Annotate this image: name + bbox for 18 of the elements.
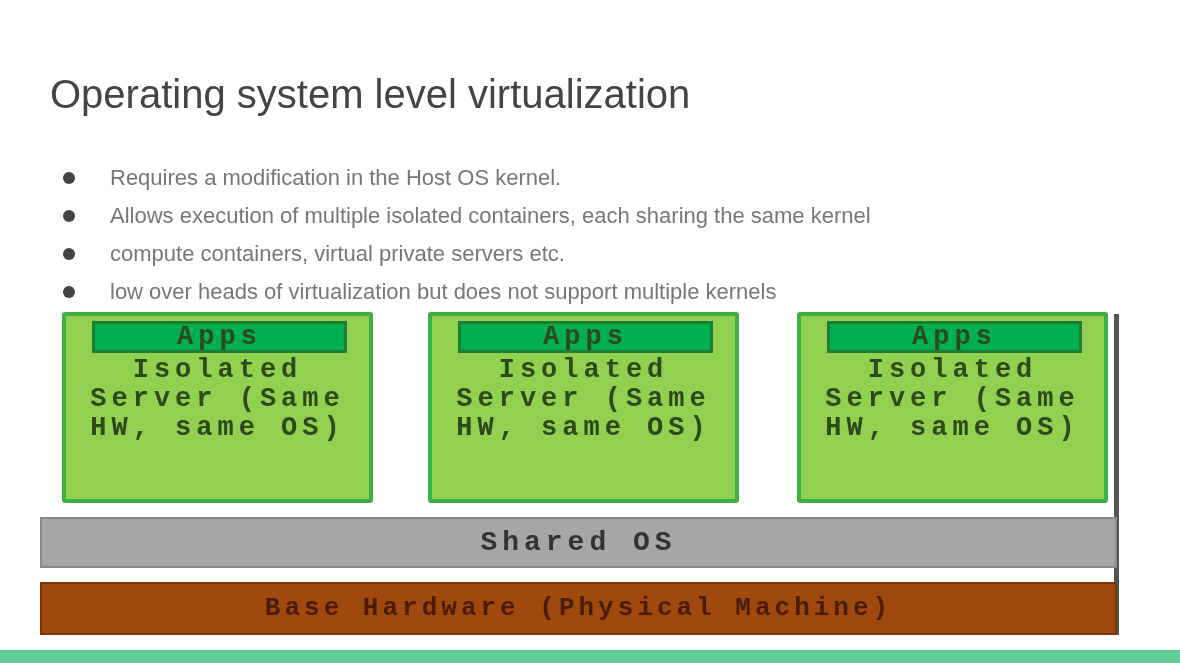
layer-label: Shared OS [480, 528, 677, 557]
server-box [428, 312, 739, 503]
apps-box: Apps [92, 321, 347, 353]
server-label: Isolated Server (Same HW, same OS) [89, 356, 346, 443]
server-box [797, 312, 1108, 503]
os-layer [40, 517, 1117, 568]
server-label: Isolated Server (Same HW, same OS) [824, 356, 1081, 443]
server-box [62, 312, 373, 503]
bullet-text: Requires a modification in the Host OS kernel. [110, 165, 562, 191]
layer-label: Base Hardware (Physical Machine) [264, 594, 893, 623]
apps-box: Apps [458, 321, 713, 353]
apps-box: Apps [827, 321, 1082, 353]
bullet-text: compute containers, virtual private servers etc. [110, 241, 565, 267]
slide-title: Operating system level virtualization [50, 72, 691, 117]
bullet-text: Allows execution of multiple isolated containers, each sharing the same kernel [110, 203, 871, 229]
hardware-layer [40, 582, 1117, 635]
bullet-text: low over heads of virtualization but does not support multiple kernels [110, 279, 777, 305]
server-label: Isolated Server (Same HW, same OS) [455, 356, 712, 443]
